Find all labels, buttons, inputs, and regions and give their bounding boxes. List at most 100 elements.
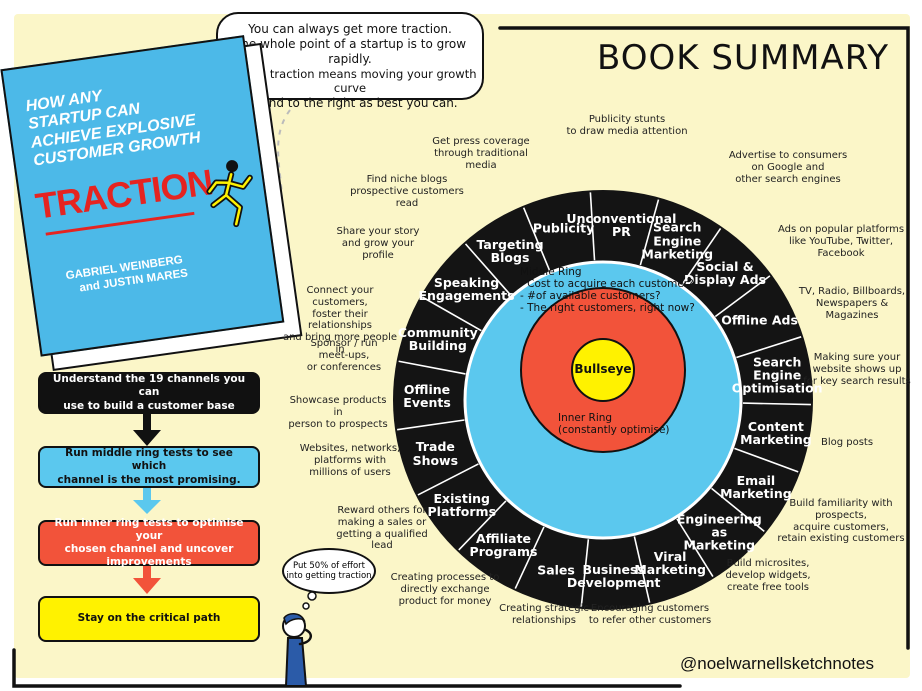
channel-separator xyxy=(417,463,479,496)
note-publicity: Get press coverage through traditional m… xyxy=(422,136,540,171)
note-line: Publicity stunts xyxy=(588,114,666,125)
channel-label: Engineering as Marketing xyxy=(676,511,762,553)
inner-ring-notes: Inner Ring (constantly optimise) xyxy=(558,412,670,436)
note-line: millions of users xyxy=(309,466,391,478)
note-line: Get press coverage xyxy=(432,136,530,147)
note-line: Creating strategic xyxy=(499,603,589,614)
note-line: create free tools xyxy=(727,581,809,593)
note-line: Showcase products in xyxy=(289,395,387,418)
note-search-engine-marketing: Advertise to consumers on Google and oth… xyxy=(718,150,858,185)
note-engineering-as-marketing: Build microsites, develop widgets, creat… xyxy=(716,558,820,593)
channel-separator xyxy=(458,500,507,551)
channel-label: Offline Events xyxy=(403,381,451,411)
note-line: making a sales or xyxy=(337,516,427,528)
channel-label: Sales xyxy=(537,562,575,578)
note-line: acquire customers, xyxy=(793,521,889,533)
note-line: retain existing customers xyxy=(777,533,905,545)
note-line: Sponsor / run xyxy=(310,338,378,349)
quote-line-2: The whole point of a startup is to grow … xyxy=(233,37,467,66)
channel-label: Viral Marketing xyxy=(634,548,706,577)
note-trade-shows: Showcase products in person to prospects xyxy=(284,395,392,430)
note-business-development: Creating strategic relationships xyxy=(494,603,594,627)
note-line: Find niche blogs xyxy=(366,174,448,185)
channel-label: Publicity xyxy=(532,220,595,236)
step-3-line-2: chosen channel and uncover improvements xyxy=(64,543,234,569)
channel-separator xyxy=(676,518,714,578)
note-line: Connect your customers, xyxy=(306,285,374,308)
note-seo: Making sure your website shows up for ke… xyxy=(800,352,914,387)
channel-label: Email Marketing xyxy=(720,473,792,502)
note-line: relationships xyxy=(512,614,576,626)
thinker-icon xyxy=(282,591,317,687)
middle-ring-q1: - Cost to acquire each customer? xyxy=(520,278,694,291)
note-line: for key search results xyxy=(803,375,911,387)
step-2-line-1: Run middle ring tests to see which xyxy=(65,447,233,473)
middle-ring-q2: - #of available customers? xyxy=(520,290,661,303)
note-existing-platforms: Websites, networks, platforms with milli… xyxy=(298,443,402,478)
inner-ring-subtitle: (constantly optimise) xyxy=(558,424,670,437)
note-line: Ads on popular platforms xyxy=(777,224,905,235)
note-email-marketing: Build familiarity with prospects, acquir… xyxy=(768,498,914,545)
note-line: Creating processes to xyxy=(390,572,500,583)
middle-ring-title: Middle Ring xyxy=(520,266,582,278)
channel-separator xyxy=(681,227,722,285)
note-line: product for money xyxy=(398,595,492,607)
step-1-box: Understand the 19 channels you can use t… xyxy=(38,372,260,414)
channel-label: Speaking Engagements xyxy=(418,274,515,303)
note-line: meet-ups, xyxy=(318,349,370,361)
note-sales: Creating processes to directly exchange … xyxy=(390,572,500,607)
channel-separator xyxy=(736,336,802,359)
channel-separator xyxy=(522,207,551,271)
note-speaking-engagements: Share your story and grow your profile xyxy=(326,226,430,261)
note-social-display-ads: Ads on popular platforms like YouTube, T… xyxy=(776,224,906,259)
note-affiliate-programs: Reward others for making a sales or gett… xyxy=(330,505,434,552)
channel-label: Business Development xyxy=(566,561,661,590)
middle-ring-notes: Middle Ring - Cost to acquire each custo… xyxy=(520,266,695,314)
channel-label: Community Building xyxy=(397,325,478,354)
channel-separators xyxy=(397,192,811,607)
note-line: other search engines xyxy=(735,173,841,185)
step-4-box: Stay on the critical path xyxy=(38,596,260,642)
note-line: develop widgets, xyxy=(725,569,811,581)
note-line: Build familiarity with prospects, xyxy=(789,498,893,521)
channel-separator xyxy=(711,487,765,532)
channel-label: Trade Shows xyxy=(412,439,459,468)
note-line: platforms with xyxy=(313,454,387,466)
book-cover: HOW ANY STARTUP CAN ACHIEVE EXPLOSIVE CU… xyxy=(0,33,303,372)
thought-bubble: Put 50% of effort into getting traction xyxy=(282,548,376,594)
channel-separator xyxy=(714,275,771,318)
channel-label: Affiliate Programs xyxy=(469,531,538,560)
step-4-line: Stay on the critical path xyxy=(77,612,221,625)
step-2-line-2: channel is the most promising. xyxy=(57,473,241,486)
note-line: and grow your profile xyxy=(341,237,415,261)
note-line: through traditional media xyxy=(434,147,528,171)
note-line: person to prospects xyxy=(288,418,388,430)
note-line: foster their relationships xyxy=(308,308,372,332)
step-3-box: Run inner ring tests to optimise your ch… xyxy=(38,516,260,569)
note-line: Making sure your xyxy=(813,352,901,363)
step-1-line-1: Understand the 19 channels you can xyxy=(52,373,246,399)
note-line: Reward others for xyxy=(337,505,427,516)
note-line: Advertise to consumers xyxy=(728,150,848,161)
step-2-box: Run middle ring tests to see which chann… xyxy=(38,446,260,488)
step-3-line-1: Run inner ring tests to optimise your xyxy=(54,516,244,542)
channel-separator xyxy=(514,526,545,589)
note-line: getting a qualified lead xyxy=(336,528,428,552)
note-line: directly exchange xyxy=(400,583,490,595)
channel-separator xyxy=(580,539,590,607)
book-front: HOW ANY STARTUP CAN ACHIEVE EXPLOSIVE CU… xyxy=(0,35,285,357)
quote-line-3: Getting traction means moving your growt… xyxy=(223,67,477,96)
note-line: to draw media attention xyxy=(566,125,688,137)
note-line: to refer other customers xyxy=(588,614,712,626)
quote-line-4: up and to the right as best you can. xyxy=(242,95,458,110)
channel-label: Unconventional PR xyxy=(566,210,677,239)
quote-line-1: You can always get more traction. xyxy=(248,22,452,36)
note-line: website shows up xyxy=(812,363,902,375)
note-content-marketing: Blog posts xyxy=(820,437,874,448)
channel-separator xyxy=(633,536,651,603)
note-line: TV, Radio, Billboards, xyxy=(798,286,906,297)
channel-label: Search Engine Marketing xyxy=(641,219,714,261)
channel-label: Search Engine Optimisation xyxy=(731,354,823,396)
